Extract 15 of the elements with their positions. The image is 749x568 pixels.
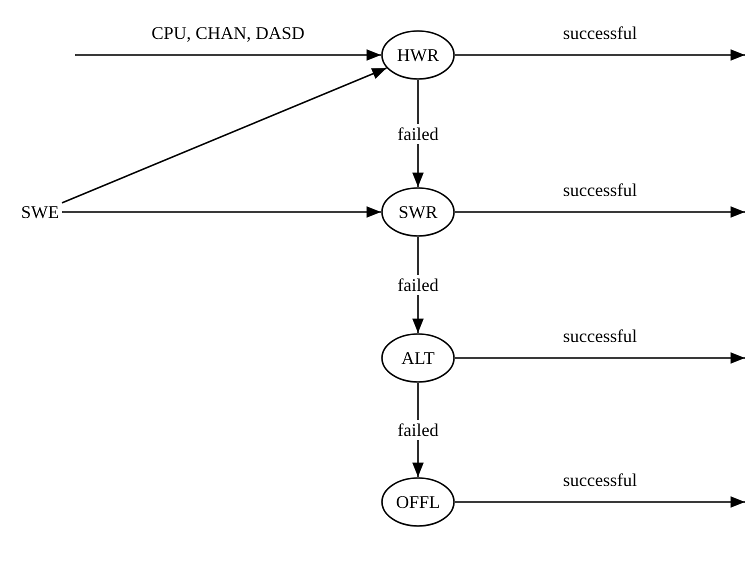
edge-label: failed	[396, 420, 440, 440]
arrow	[455, 49, 745, 61]
process-ellipse: SWR	[381, 187, 455, 237]
arrow	[75, 49, 381, 61]
arrow	[455, 496, 745, 508]
process-ellipse: ALT	[381, 333, 455, 383]
edge-label: failed	[396, 275, 440, 295]
arrow	[62, 206, 381, 218]
process-ellipse: OFFL	[381, 477, 455, 527]
edge-label: failed	[396, 124, 440, 144]
arrow	[62, 67, 387, 204]
arrow	[455, 206, 745, 218]
source-label: SWE	[18, 200, 62, 224]
process-ellipse: HWR	[381, 30, 455, 80]
arrow	[455, 352, 745, 364]
